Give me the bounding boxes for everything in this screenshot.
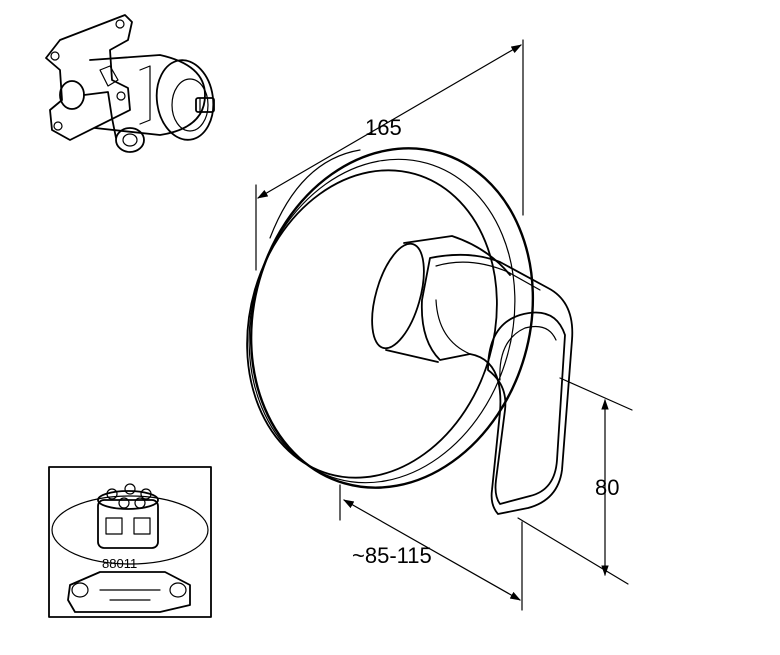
dimension-165-label: 165 [365, 115, 402, 140]
lever-handle [371, 235, 574, 515]
cover-plate [246, 147, 535, 489]
dimension-handle-height: 80 [517, 377, 633, 585]
valve-body-illustration [45, 14, 215, 153]
dimension-80-label: 80 [595, 475, 619, 500]
dimension-depth-label: ~85-115 [352, 543, 432, 568]
dimension-installation-depth: ~85-115 [339, 484, 523, 611]
part-number-label: 88011 [102, 556, 137, 571]
inset-panel: 88011 [48, 466, 212, 618]
dimension-plate-diameter: 165 [255, 39, 524, 271]
